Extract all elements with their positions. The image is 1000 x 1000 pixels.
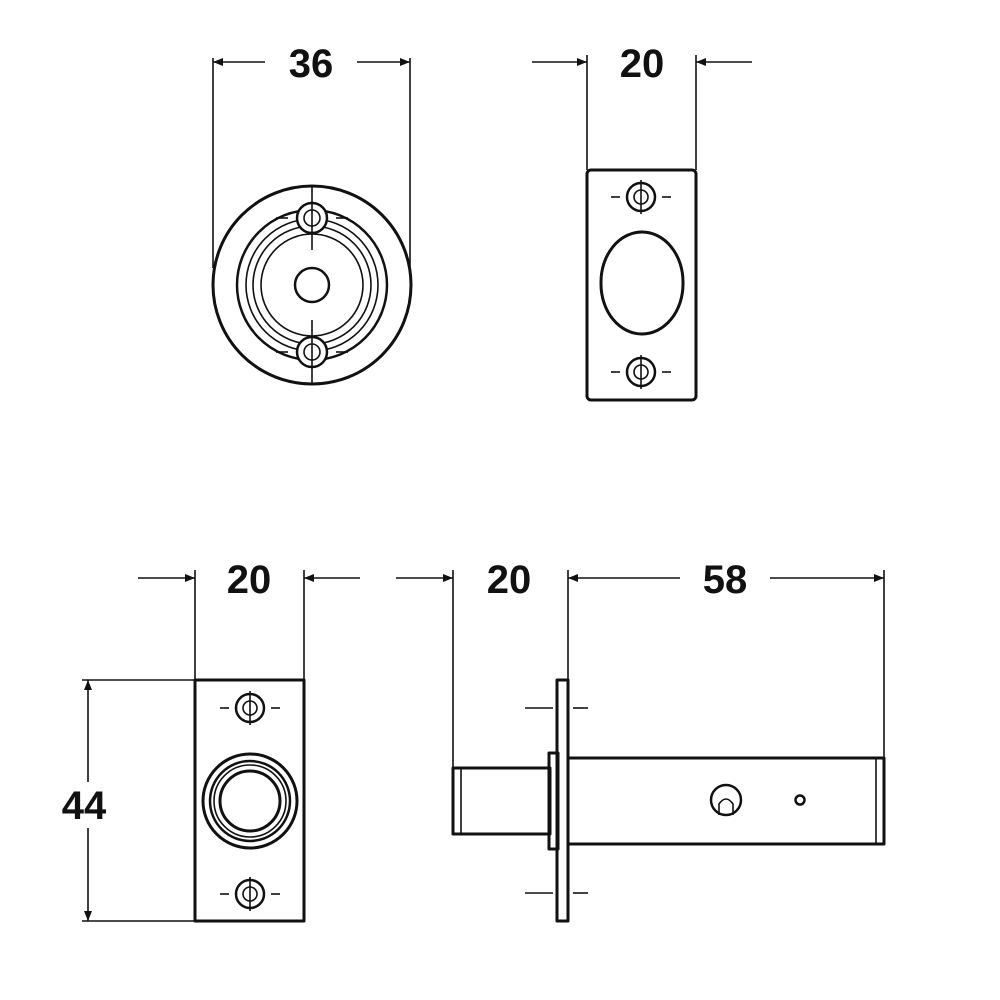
screw-hole-bottom: [220, 877, 280, 911]
dim-label-44: 44: [62, 784, 107, 828]
pin-hole: [794, 794, 806, 806]
bolt: [451, 766, 552, 836]
round-rose-view: 36: [211, 42, 413, 386]
keep-plate-view: 20: [532, 42, 752, 402]
center-hole: [293, 266, 331, 304]
keyhole-icon: [709, 783, 743, 817]
screw-hole-top: [611, 180, 671, 214]
screw-hole-top: [220, 691, 280, 725]
screw-hole-bottom: [611, 355, 671, 389]
dim-label-20: 20: [487, 558, 532, 602]
dim-label-58: 58: [703, 558, 748, 602]
side-profile-view: 20 58: [396, 558, 886, 923]
face-plate-view: 20 44: [58, 558, 360, 923]
latch-body: [566, 756, 886, 846]
dim-label-20: 20: [620, 42, 665, 86]
screw-hole-bottom: [276, 320, 348, 384]
dim-label-20: 20: [227, 558, 272, 602]
dim-label-36: 36: [289, 42, 334, 86]
screw-hole-top: [276, 186, 348, 250]
